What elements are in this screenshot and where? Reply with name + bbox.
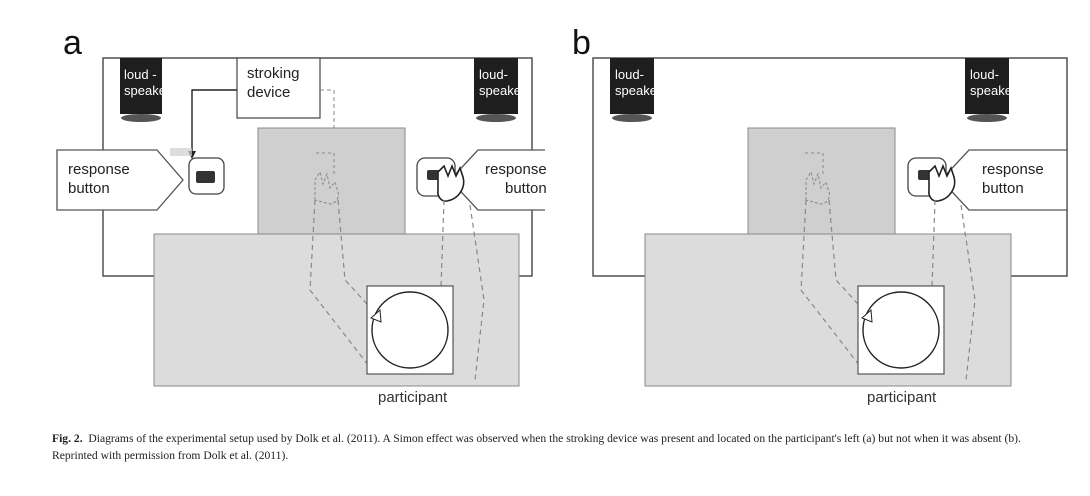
participant-head bbox=[371, 291, 449, 369]
right-loudspeaker-cone bbox=[476, 114, 516, 122]
stroking-trace bbox=[316, 152, 335, 175]
table bbox=[153, 233, 520, 387]
left-loudspeaker-cone bbox=[121, 114, 161, 122]
panel-b-drawing bbox=[592, 57, 1068, 387]
screen-panel bbox=[257, 127, 406, 239]
left-loudspeaker-label: loud- speaker bbox=[615, 67, 662, 98]
participant-nose bbox=[370, 308, 382, 323]
panel-a-drawing bbox=[56, 57, 545, 387]
right-response-arrow-shape bbox=[940, 149, 1068, 211]
stroking-trace bbox=[805, 152, 824, 175]
right-loudspeaker-label: loud- speaker bbox=[479, 67, 526, 98]
figure-label: Fig. 2. bbox=[52, 432, 83, 445]
right-response-arrow-shape bbox=[449, 149, 545, 211]
left-loudspeaker bbox=[610, 58, 654, 114]
diagram-panel-b: b loud- speaker loud- speaker response b… bbox=[545, 0, 1090, 406]
participant-nose bbox=[861, 308, 873, 323]
panel-letter-b: b bbox=[572, 24, 591, 62]
right-loudspeaker bbox=[965, 58, 1009, 114]
screen-panel bbox=[747, 127, 896, 239]
figure-caption: Fig. 2. Diagrams of the experimental set… bbox=[52, 430, 1052, 464]
table bbox=[644, 233, 1012, 387]
diagram-panel-a: a loud - speaker loud- speaker stroking … bbox=[0, 0, 547, 406]
participant-head bbox=[862, 291, 940, 369]
right-response-label: response button bbox=[982, 161, 1044, 197]
stroking-device-box bbox=[236, 57, 321, 119]
caption-text: Diagrams of the experimental setup used … bbox=[52, 432, 1021, 462]
right-loudspeaker bbox=[474, 58, 518, 114]
stroking-device-label: stroking device bbox=[247, 65, 300, 101]
left-response-label: response button bbox=[68, 161, 130, 197]
left-response-key bbox=[196, 171, 215, 183]
right-hand bbox=[437, 163, 465, 202]
participant-label: participant bbox=[867, 389, 937, 406]
panel-letter-a: a bbox=[63, 24, 82, 62]
right-hand bbox=[928, 163, 956, 202]
right-arm bbox=[439, 199, 485, 381]
left-response-arrow-shape bbox=[56, 149, 184, 211]
right-arm bbox=[930, 199, 976, 381]
left-loudspeaker bbox=[120, 58, 162, 114]
left-loudspeaker-cone bbox=[612, 114, 652, 122]
stroking-device-arrow bbox=[191, 89, 237, 153]
right-loudspeaker-label: loud- speaker bbox=[970, 67, 1017, 98]
left-loudspeaker-label: loud - speaker bbox=[124, 67, 171, 98]
participant-label: participant bbox=[378, 389, 448, 406]
left-hand-ghost bbox=[805, 170, 830, 205]
right-loudspeaker-cone bbox=[967, 114, 1007, 122]
stroking-path bbox=[320, 89, 335, 142]
left-stroke-smear bbox=[170, 148, 192, 156]
left-hand-ghost bbox=[314, 170, 339, 205]
right-response-label: response button bbox=[485, 161, 547, 197]
